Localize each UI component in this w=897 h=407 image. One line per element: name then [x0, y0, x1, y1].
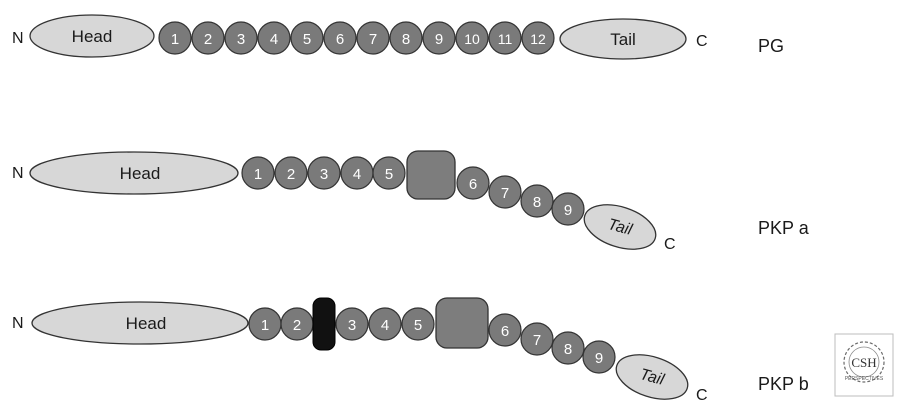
head-label: Head — [72, 27, 113, 46]
repeat-12: 12 — [521, 21, 555, 55]
n-terminus-label: N — [12, 165, 24, 182]
c-terminus-label: C — [696, 33, 708, 50]
head-label: Head — [126, 314, 167, 333]
row-pkp-b: N Head 1 2 3 4 5 6 7 8 9 Tail C PKP b — [12, 297, 809, 404]
tail-label: Tail — [606, 216, 634, 239]
repeat-1: 1 — [248, 307, 282, 341]
repeat-4-label: 4 — [353, 166, 361, 183]
repeat-8-label: 8 — [564, 341, 572, 358]
repeat-8: 8 — [520, 184, 554, 218]
repeat-9: 9 — [582, 340, 616, 374]
tail-domain — [559, 18, 687, 60]
repeat-2-label: 2 — [287, 166, 295, 183]
repeat-2: 2 — [280, 307, 314, 341]
helix-ring-icon — [843, 341, 885, 383]
repeat-1-label: 1 — [254, 166, 262, 183]
repeat-6-label: 6 — [469, 176, 477, 193]
repeat-10: 10 — [455, 21, 489, 55]
repeat-12-label: 12 — [530, 31, 546, 47]
repeat-7: 7 — [520, 322, 554, 356]
repeat-7: 7 — [488, 175, 522, 209]
c-terminus-label: C — [664, 236, 676, 253]
repeat-8: 8 — [551, 331, 585, 365]
insert-domain — [435, 297, 489, 349]
repeat-2: 2 — [191, 21, 225, 55]
repeat-9-label: 9 — [595, 350, 603, 367]
n-terminus-label: N — [12, 30, 24, 47]
splice-insert-domain — [312, 297, 336, 351]
row-pkp-a: N Head 1 2 3 4 5 6 7 8 9 Tail C PKP a — [12, 150, 810, 253]
repeat-3: 3 — [335, 307, 369, 341]
row-pg: N Head 1 2 3 4 5 6 7 8 9 10 11 12 Tail C… — [12, 14, 784, 60]
row-label: PKP a — [758, 218, 810, 238]
repeat-5: 5 — [401, 307, 435, 341]
repeat-8-label: 8 — [402, 31, 410, 48]
repeat-8-label: 8 — [533, 194, 541, 211]
repeat-7-label: 7 — [501, 185, 509, 202]
repeat-3-label: 3 — [237, 31, 245, 48]
head-domain — [29, 151, 239, 195]
repeat-5: 5 — [372, 156, 406, 190]
repeat-4: 4 — [368, 307, 402, 341]
logo-text: CSH — [851, 355, 876, 370]
repeat-5: 5 — [290, 21, 324, 55]
repeat-6: 6 — [488, 313, 522, 347]
c-terminus-label: C — [696, 387, 708, 404]
tail-label: Tail — [610, 30, 636, 49]
n-terminus-label: N — [12, 315, 24, 332]
tail-label: Tail — [638, 366, 666, 389]
repeat-6-label: 6 — [501, 323, 509, 340]
repeat-6-label: 6 — [336, 31, 344, 48]
repeat-9-label: 9 — [564, 202, 572, 219]
repeat-2-label: 2 — [293, 317, 301, 334]
repeat-7-label: 7 — [369, 31, 377, 48]
repeat-1: 1 — [158, 21, 192, 55]
repeat-4: 4 — [257, 21, 291, 55]
repeat-8: 8 — [389, 21, 423, 55]
repeat-3-label: 3 — [320, 166, 328, 183]
repeat-1-label: 1 — [261, 317, 269, 334]
head-label: Head — [120, 164, 161, 183]
repeat-2-label: 2 — [204, 31, 212, 48]
row-label: PKP b — [758, 374, 809, 394]
repeat-11: 11 — [488, 21, 522, 55]
repeat-5-label: 5 — [414, 317, 422, 334]
tail-domain — [583, 204, 657, 250]
repeat-9: 9 — [422, 21, 456, 55]
repeat-7: 7 — [356, 21, 390, 55]
logo-subtext: PERSPECTIVES — [845, 376, 884, 382]
repeat-4-label: 4 — [381, 317, 389, 334]
repeat-5-label: 5 — [385, 166, 393, 183]
repeat-4: 4 — [340, 156, 374, 190]
repeat-10-label: 10 — [464, 31, 480, 47]
row-label: PG — [758, 36, 784, 56]
tail-domain — [615, 354, 689, 400]
repeat-6: 6 — [456, 166, 490, 200]
repeat-1-label: 1 — [171, 31, 179, 48]
repeat-5-label: 5 — [303, 31, 311, 48]
repeat-6: 6 — [323, 21, 357, 55]
insert-domain — [406, 150, 456, 200]
repeat-3: 3 — [307, 156, 341, 190]
repeat-9: 9 — [551, 192, 585, 226]
head-domain — [31, 301, 249, 345]
repeat-11-label: 11 — [498, 31, 513, 47]
csh-perspectives-logo: CSH PERSPECTIVES — [834, 333, 894, 397]
repeat-7-label: 7 — [533, 332, 541, 349]
repeat-3-label: 3 — [348, 317, 356, 334]
repeat-2: 2 — [274, 156, 308, 190]
repeat-4-label: 4 — [270, 31, 278, 48]
head-domain — [29, 14, 155, 58]
repeat-3: 3 — [224, 21, 258, 55]
repeat-9-label: 9 — [435, 31, 443, 48]
repeat-1: 1 — [241, 156, 275, 190]
